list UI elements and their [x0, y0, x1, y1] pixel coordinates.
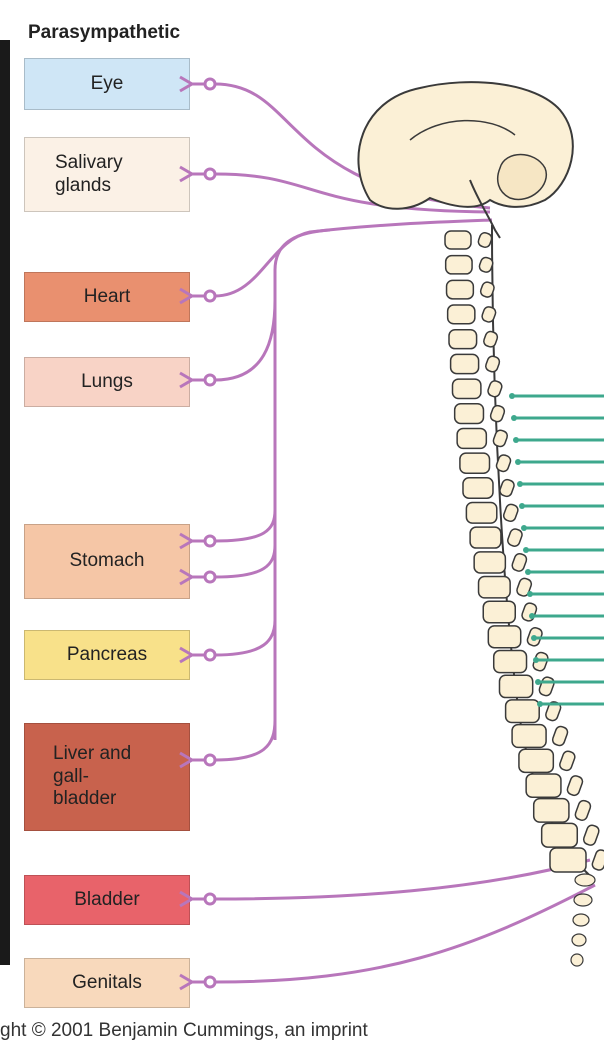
vertebra-process-12 [506, 528, 523, 548]
ganglion-2 [205, 291, 215, 301]
ganglion-1 [205, 169, 215, 179]
ganglion-8 [205, 894, 215, 904]
chevron-icon-7 [180, 753, 192, 767]
vertebra-process-3 [481, 305, 497, 323]
sympathetic-root-12 [533, 657, 539, 663]
nerve-bladder [215, 860, 590, 899]
vertebra-process-6 [487, 379, 504, 398]
chevron-icon-5 [180, 570, 192, 584]
vertebra-body-0 [445, 231, 471, 249]
vertebra-body-16 [488, 626, 520, 648]
chevron-icon-3 [180, 373, 192, 387]
vertebra-body-4 [449, 330, 477, 349]
coccyx-segment-2 [573, 914, 589, 926]
chevron-icon-4 [180, 534, 192, 548]
sympathetic-root-4 [517, 481, 523, 487]
coccyx-segment-4 [571, 954, 583, 966]
vertebra-body-22 [526, 774, 561, 797]
vertebra-body-1 [446, 256, 472, 274]
sympathetic-root-13 [535, 679, 541, 685]
vertebra-body-7 [455, 404, 484, 424]
vertebra-body-18 [499, 675, 532, 697]
vertebra-process-8 [492, 429, 509, 448]
vertebra-body-10 [463, 478, 493, 498]
chevron-icon-9 [180, 975, 192, 989]
ganglion-6 [205, 650, 215, 660]
nerve-pancreas [215, 620, 275, 655]
vertebra-body-12 [470, 527, 501, 548]
sympathetic-root-0 [509, 393, 515, 399]
sympathetic-root-11 [531, 635, 537, 641]
ganglion-0 [205, 79, 215, 89]
vertebra-process-18 [538, 676, 556, 697]
vertebra-body-13 [474, 552, 505, 573]
vertebra-body-21 [519, 749, 553, 772]
sympathetic-root-3 [515, 459, 521, 465]
vertebra-body-20 [512, 725, 546, 748]
vertebra-body-17 [494, 651, 527, 673]
vertebra-process-10 [499, 478, 516, 498]
vertebra-process-0 [477, 231, 493, 248]
sympathetic-root-8 [525, 569, 531, 575]
vertebra-process-20 [551, 725, 569, 747]
vertebra-body-11 [466, 502, 496, 523]
ganglion-5 [205, 572, 215, 582]
brain [358, 82, 572, 238]
vertebra-process-11 [502, 503, 519, 523]
vertebra-body-14 [479, 577, 511, 598]
vertebra-body-5 [451, 354, 479, 373]
vertebra-process-15 [521, 602, 538, 623]
vertebra-process-5 [484, 355, 500, 373]
vertebra-process-21 [558, 750, 576, 772]
vertebra-body-15 [483, 601, 515, 623]
vertebra-body-3 [448, 305, 475, 324]
chevron-icon-0 [180, 77, 192, 91]
ganglion-3 [205, 375, 215, 385]
vertebra-process-22 [566, 774, 584, 796]
sympathetic-root-2 [513, 437, 519, 443]
sympathetic-root-9 [527, 591, 533, 597]
sympathetic-root-10 [529, 613, 535, 619]
vertebra-process-13 [511, 552, 528, 572]
vertebra-body-25 [550, 848, 586, 872]
vertebra-body-24 [542, 823, 578, 847]
nerve-stomach-1 [215, 510, 275, 541]
vertebra-body-2 [447, 280, 474, 298]
sympathetic-root-7 [523, 547, 529, 553]
vertebra-process-24 [582, 824, 600, 847]
coccyx-segment-1 [574, 894, 592, 906]
vertebra-process-23 [574, 799, 592, 821]
nerve-liver [215, 720, 275, 760]
vertebra-process-7 [489, 404, 506, 423]
parasympathetic-nerves [215, 84, 595, 982]
vertebra-process-25 [591, 849, 604, 872]
ganglion-7 [205, 755, 215, 765]
vertebra-body-9 [460, 453, 490, 473]
ganglion-9 [205, 977, 215, 987]
copyright-text: ght © 2001 Benjamin Cummings, an imprint [0, 1020, 368, 1042]
chevron-icon-2 [180, 289, 192, 303]
vertebra-body-8 [457, 428, 486, 448]
coccyx-segment-0 [575, 874, 595, 886]
sympathetic-root-6 [521, 525, 527, 531]
nerve-lungs [215, 230, 330, 380]
chevron-icon-8 [180, 892, 192, 906]
ganglion-4 [205, 536, 215, 546]
sympathetic-root-5 [519, 503, 525, 509]
sympathetic-root-1 [511, 415, 517, 421]
chevron-icon-1 [180, 167, 192, 181]
vertebra-process-4 [482, 330, 498, 348]
nerve-stomach-2 [215, 545, 275, 577]
vertebra-body-19 [506, 700, 540, 723]
nerve-connectors [180, 77, 215, 989]
coccyx-segment-3 [572, 934, 586, 946]
vertebra-body-6 [452, 379, 480, 398]
sympathetic-root-14 [537, 701, 543, 707]
vertebra-body-23 [534, 799, 569, 823]
chevron-icon-6 [180, 648, 192, 662]
